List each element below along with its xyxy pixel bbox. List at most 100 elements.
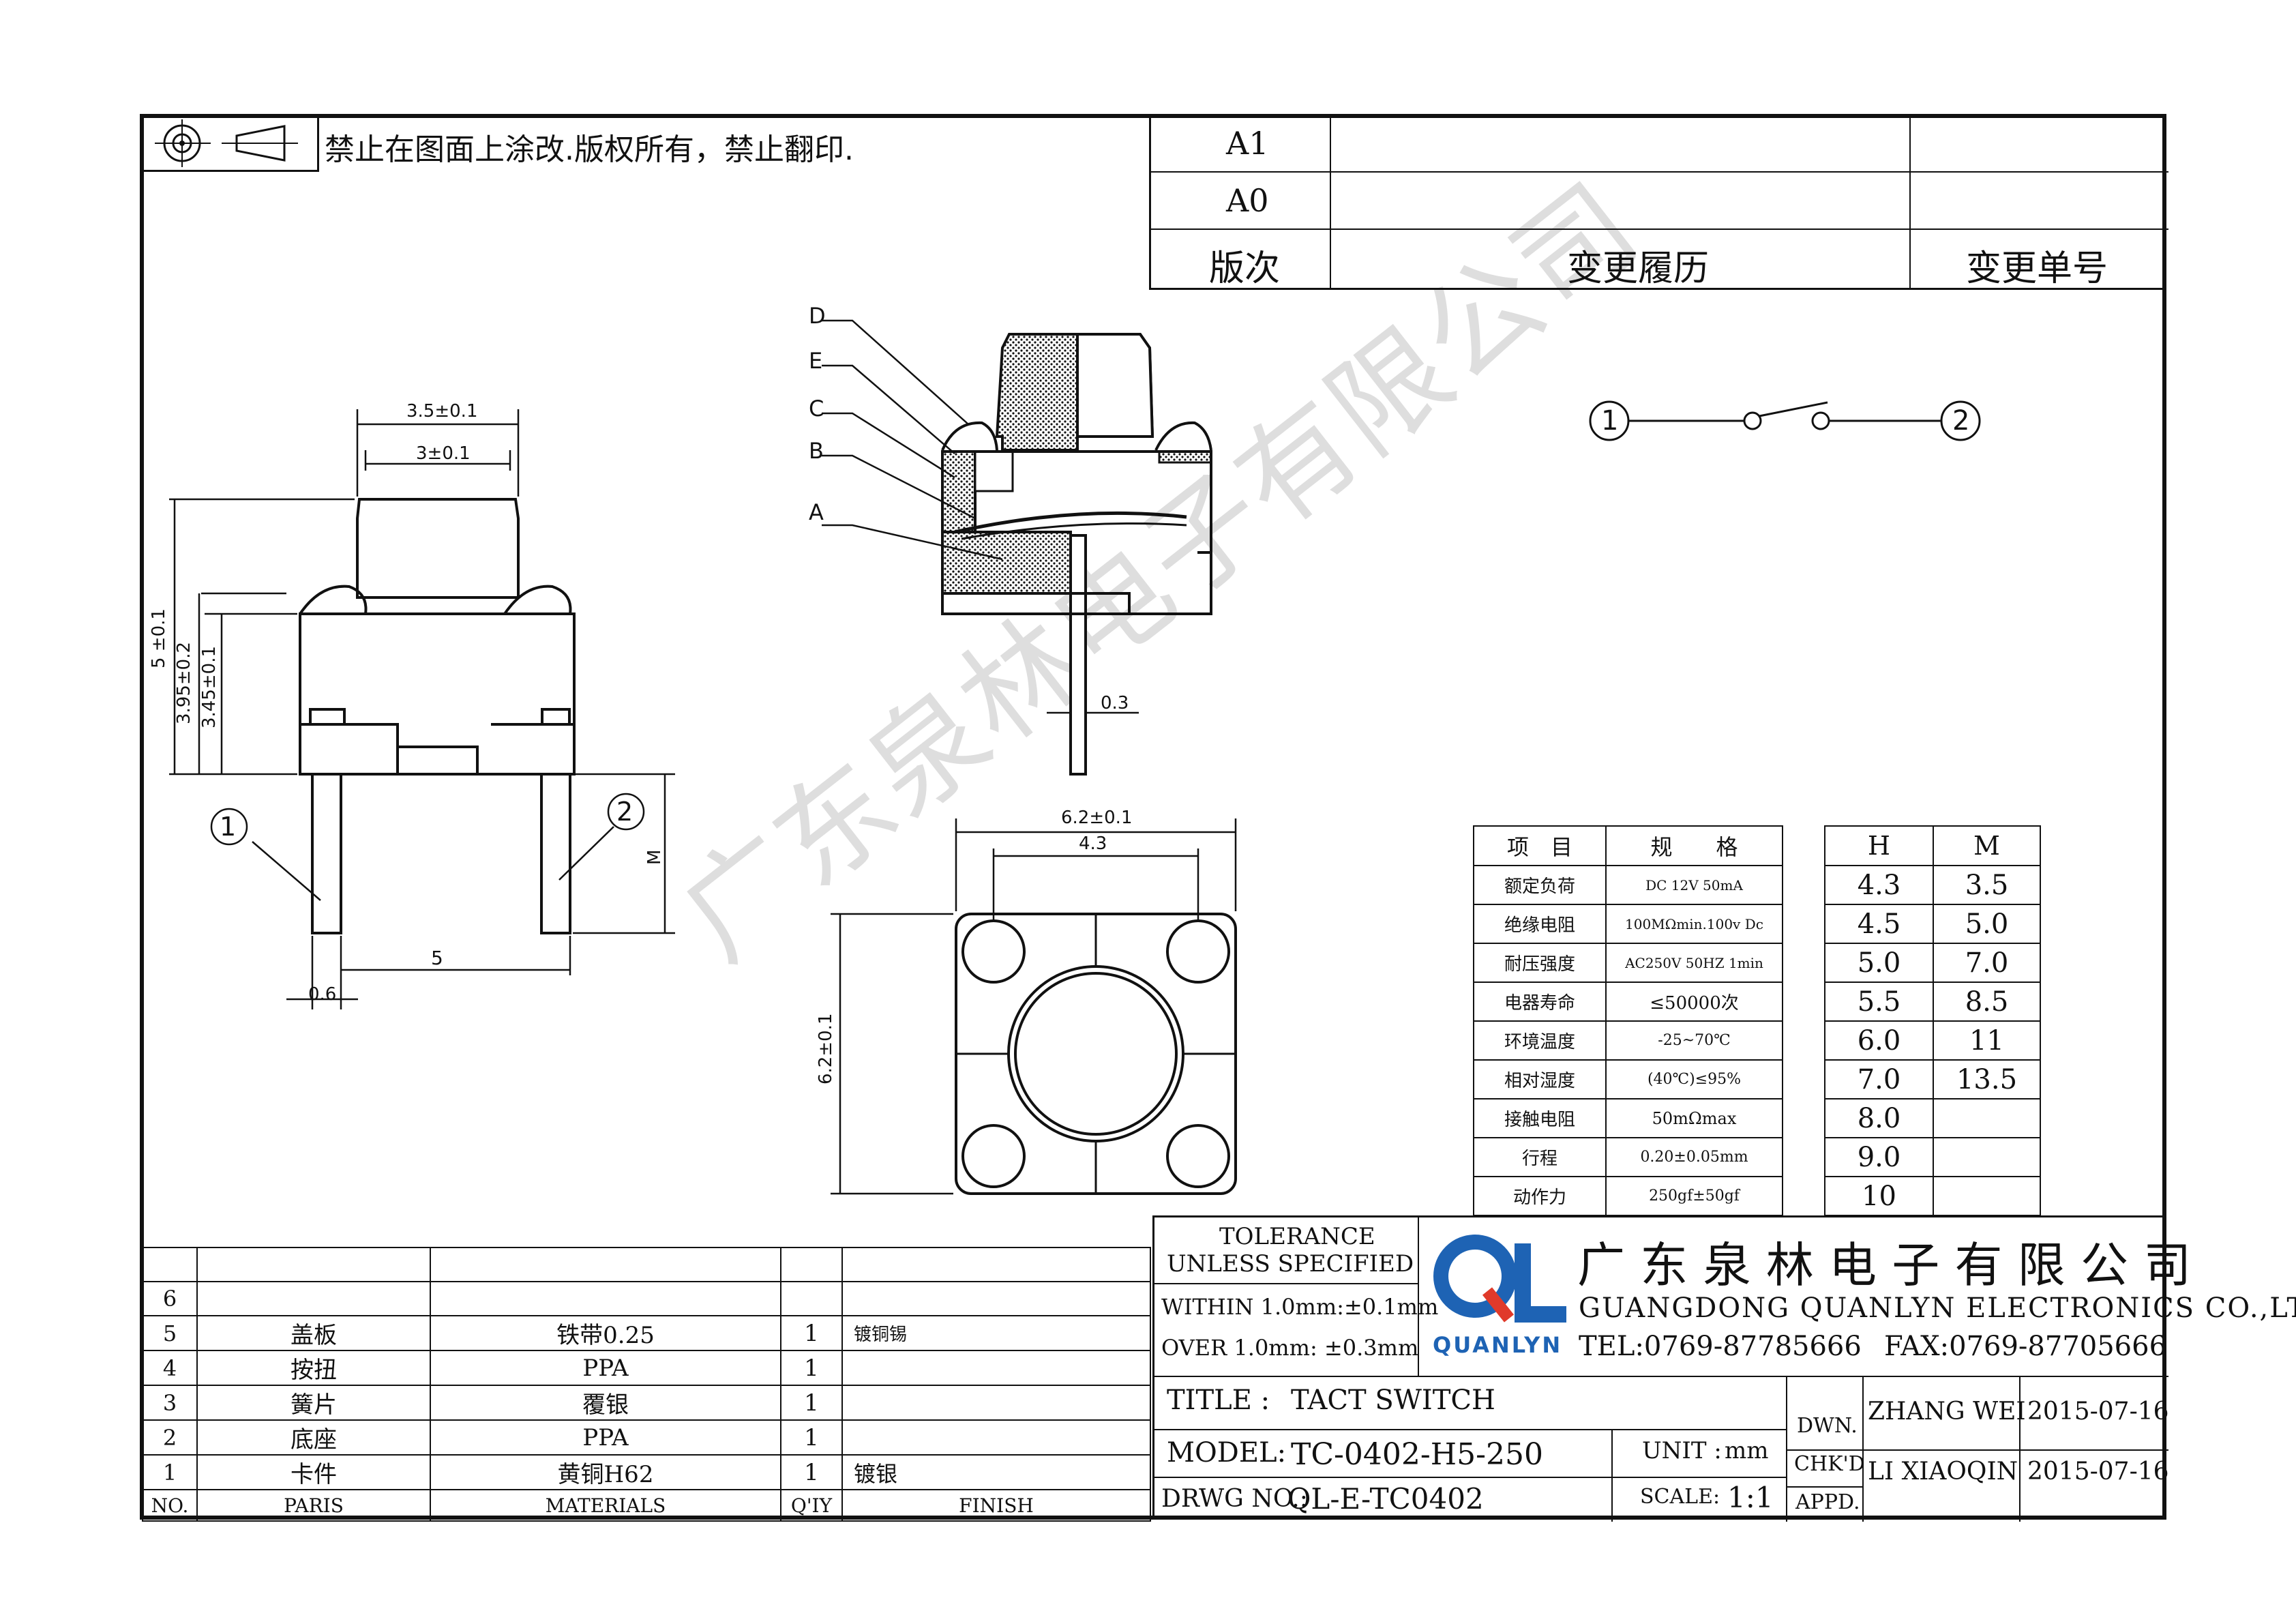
spec-row-name: 额定负荷 bbox=[1473, 865, 1607, 905]
spec-row-name: 相对湿度 bbox=[1473, 1059, 1607, 1099]
title-block: TOLERANCE UNLESS SPECIFIED WITHIN 1.0mm:… bbox=[1152, 1215, 2296, 1522]
side-view-dimensions bbox=[169, 409, 675, 1009]
spec-row-value: DC 12V 50mA bbox=[1605, 865, 1783, 905]
dim-pin-spacing: 5 bbox=[431, 947, 443, 969]
hm-h-value: 4.5 bbox=[1824, 904, 1934, 944]
section-label-b: B bbox=[809, 438, 824, 464]
spec-row-name: 耐压强度 bbox=[1473, 943, 1607, 983]
spec-row-value: 250gf±50gf bbox=[1605, 1176, 1783, 1216]
part-name: 底座 bbox=[196, 1419, 431, 1456]
section-dim-lead: 0.3 bbox=[1101, 693, 1129, 713]
spec-row-value: ≤50000次 bbox=[1605, 981, 1783, 1022]
hm-m-value: 11 bbox=[1933, 1020, 2041, 1061]
drwg-value: QL-E-TC0402 bbox=[1287, 1482, 1484, 1516]
dim-height-mid: 3.95±0.2 bbox=[174, 641, 194, 724]
notice-text: 禁止在图面上涂改.版权所有，禁止翻印. bbox=[325, 132, 854, 167]
part-material: 铁带0.25 bbox=[430, 1315, 781, 1351]
side-pin2-label: 2 bbox=[616, 797, 633, 827]
part-name: 卡件 bbox=[196, 1454, 431, 1490]
spec-row-value: (40℃)≤95% bbox=[1605, 1059, 1783, 1099]
top-dim-inner: 4.3 bbox=[1079, 833, 1107, 854]
revision-table: A1 A0 版次 变更履历 变更单号 bbox=[1149, 114, 2168, 290]
parts-header-part: PARIS bbox=[196, 1489, 431, 1522]
title-label: TITLE : bbox=[1167, 1385, 1270, 1416]
part-no: 1 bbox=[142, 1454, 198, 1490]
spec-row-name: 绝缘电阻 bbox=[1473, 904, 1607, 944]
section-view bbox=[941, 333, 1212, 776]
revision-header-change: 变更履历 bbox=[1567, 248, 1710, 289]
part-qty: 1 bbox=[780, 1454, 843, 1490]
revision-header-number: 变更单号 bbox=[1966, 248, 2108, 289]
part-no: 4 bbox=[142, 1350, 198, 1386]
unit-label: UNIT : bbox=[1642, 1437, 1722, 1464]
hm-m-value: 5.0 bbox=[1933, 904, 2041, 944]
section-label-c: C bbox=[809, 396, 824, 422]
spec-row-value: 50mΩmax bbox=[1605, 1098, 1783, 1138]
company-fax: FAX:0769-87705666 bbox=[1884, 1331, 2167, 1362]
tolerance-within: WITHIN 1.0mm:±0.1mm bbox=[1161, 1294, 1439, 1320]
section-label-a: A bbox=[809, 499, 824, 525]
chkd-label: CHK'D bbox=[1794, 1452, 1865, 1476]
part-name: 簧片 bbox=[196, 1385, 431, 1421]
tolerance-title2: UNLESS SPECIFIED bbox=[1167, 1250, 1414, 1278]
part-material: PPA bbox=[430, 1419, 781, 1456]
company-tel: TEL:0769-87785666 bbox=[1579, 1331, 1862, 1362]
dwn-date: 2015-07-16 bbox=[2027, 1398, 2169, 1426]
hm-h-value: 6.0 bbox=[1824, 1020, 1934, 1061]
spec-row-value: 0.20±0.05mm bbox=[1605, 1137, 1783, 1177]
scale-value: 1:1 bbox=[1727, 1481, 1774, 1514]
title-value: TACT SWITCH bbox=[1291, 1385, 1495, 1416]
hm-header-m: M bbox=[1933, 825, 2041, 866]
hm-h-value: 4.3 bbox=[1824, 865, 1934, 905]
top-view bbox=[955, 913, 1237, 1195]
part-qty: 1 bbox=[780, 1385, 843, 1421]
part-no: 5 bbox=[142, 1315, 198, 1351]
scale-label: SCALE: bbox=[1640, 1485, 1720, 1509]
tolerance-title1: TOLERANCE bbox=[1219, 1223, 1375, 1250]
side-view bbox=[299, 498, 576, 934]
dim-pin-width: 0.6 bbox=[308, 984, 337, 1005]
hm-m-value bbox=[1933, 1176, 2041, 1216]
parts-header-qty: Q'IY bbox=[780, 1489, 843, 1522]
section-view-leaders bbox=[822, 319, 1139, 714]
part-material bbox=[430, 1281, 781, 1316]
side-view-pin-left bbox=[311, 773, 342, 934]
top-dim-width: 6.2±0.1 bbox=[1061, 808, 1133, 828]
spec-row-value: AC250V 50HZ 1min bbox=[1605, 943, 1783, 983]
spec-row-name: 动作力 bbox=[1473, 1176, 1607, 1216]
part-qty: 1 bbox=[780, 1419, 843, 1456]
dim-top-inner: 3±0.1 bbox=[416, 443, 471, 464]
dwn-name: ZHANG WEI bbox=[1868, 1398, 2026, 1426]
hm-m-value bbox=[1933, 1137, 2041, 1177]
part-name: 盖板 bbox=[196, 1315, 431, 1351]
dim-height-body: 3.45±0.1 bbox=[199, 645, 220, 728]
side-view-button bbox=[356, 498, 520, 599]
tolerance-over: OVER 1.0mm: ±0.3mm bbox=[1161, 1335, 1419, 1361]
hm-h-value: 8.0 bbox=[1824, 1098, 1934, 1138]
company-name-en: GUANGDONG QUANLYN ELECTRONICS CO.,LTD. bbox=[1579, 1293, 2296, 1324]
appd-label: APPD. bbox=[1795, 1490, 1860, 1514]
parts-header-no: NO. bbox=[142, 1489, 198, 1522]
spec-header-spec: 规 格 bbox=[1605, 825, 1783, 866]
part-no: 2 bbox=[142, 1419, 198, 1456]
part-material: 黄铜H62 bbox=[430, 1454, 781, 1490]
dim-height-total: 5 ±0.1 bbox=[149, 608, 169, 668]
spec-row-value: 100MΩmin.100v Dc bbox=[1605, 904, 1783, 944]
projection-symbol-icon bbox=[155, 119, 298, 167]
hm-m-value: 8.5 bbox=[1933, 981, 2041, 1022]
hm-m-value bbox=[1933, 1098, 2041, 1138]
part-qty: 1 bbox=[780, 1315, 843, 1351]
side-pin1-label: 1 bbox=[220, 812, 237, 842]
dwn-label: DWN. bbox=[1797, 1414, 1858, 1438]
hm-h-value: 5.5 bbox=[1824, 981, 1934, 1022]
company-logo-text: QUANLYN bbox=[1433, 1332, 1563, 1358]
chkd-name: LI XIAOQIN bbox=[1868, 1458, 2018, 1486]
revision-a1: A1 bbox=[1226, 125, 1269, 162]
section-label-e: E bbox=[809, 348, 823, 374]
part-finish bbox=[841, 1419, 1151, 1456]
part-name: 按扭 bbox=[196, 1350, 431, 1386]
top-view-dimensions bbox=[831, 818, 1237, 1195]
